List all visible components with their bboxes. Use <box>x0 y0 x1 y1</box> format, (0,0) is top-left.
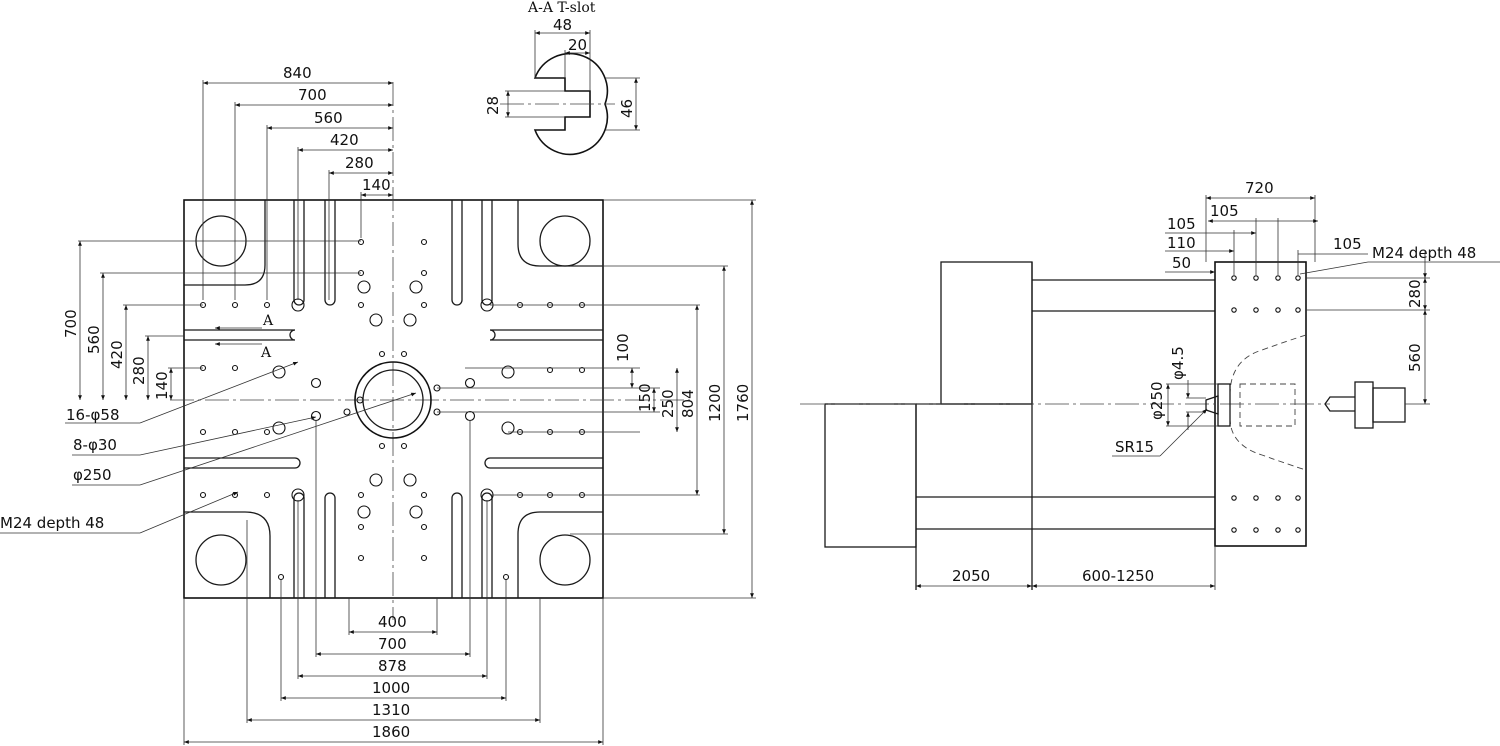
callouts: 16-φ58 8-φ30 φ250 M24 depth 48 <box>0 361 417 534</box>
dim-top-140: 140 <box>362 176 391 194</box>
ejector-flange <box>1354 381 1374 429</box>
dim-top-700: 700 <box>298 86 327 104</box>
dim-bottom-878: 878 <box>378 657 407 675</box>
threaded-holes <box>199 238 586 581</box>
bottom-dims: 400 700 878 1000 1310 1860 <box>183 420 604 745</box>
section-mark-upper: A <box>262 313 274 329</box>
dim-side-720: 720 <box>1245 179 1274 197</box>
top-dims: 840 700 560 420 280 140 <box>202 64 393 300</box>
dim-left-280: 280 <box>130 356 148 385</box>
section-mark-lower: A <box>260 345 272 361</box>
dim-nozzle-250: φ250 <box>1148 381 1166 420</box>
side-right-dims: 280 560 <box>1306 250 1430 405</box>
dim-side-2050: 2050 <box>952 567 990 585</box>
side-thread-callout: M24 depth 48 <box>1372 244 1476 262</box>
dim-side-105c: 105 <box>1333 235 1362 253</box>
tie-bar-hole-tr <box>539 215 591 267</box>
callout-locating-ring: φ250 <box>73 466 112 484</box>
ejector-rod <box>1324 396 1355 412</box>
section-dims: 48 20 28 46 <box>484 16 638 130</box>
dim-side-50: 50 <box>1172 254 1191 272</box>
dim-right-1760: 1760 <box>734 384 752 422</box>
recess-tl <box>184 200 266 286</box>
dim-neck-height: 28 <box>484 96 502 115</box>
recess-bl <box>184 511 271 598</box>
platen-outline <box>183 199 604 599</box>
dim-right-100: 100 <box>614 333 632 362</box>
right-dims: 100 150 250 804 1200 1760 <box>437 199 756 599</box>
dim-bottom-1310: 1310 <box>372 701 410 719</box>
dim-neck-width: 20 <box>568 36 587 54</box>
dim-top-560: 560 <box>314 109 343 127</box>
dim-side-105a: 105 <box>1210 202 1239 220</box>
sr15-label: SR15 <box>1115 438 1154 456</box>
dim-right-1200: 1200 <box>706 384 724 422</box>
dim-top-width: 48 <box>553 16 572 34</box>
recess-br <box>517 511 603 598</box>
dim-left-560: 560 <box>85 325 103 354</box>
callout-16-holes: 16-φ58 <box>66 406 119 424</box>
front-view: 840 700 560 420 280 140 700 560 420 <box>0 64 756 745</box>
holes-58 <box>272 280 515 519</box>
dim-top-420: 420 <box>330 131 359 149</box>
dim-top-840: 840 <box>283 64 312 82</box>
dim-left-420: 420 <box>108 340 126 369</box>
dim-left-700: 700 <box>62 309 80 338</box>
dim-left-140: 140 <box>153 371 171 400</box>
ejector-body <box>1372 387 1406 423</box>
dim-top-280: 280 <box>345 154 374 172</box>
dim-right-804: 804 <box>679 389 697 418</box>
dim-bottom-400: 400 <box>378 613 407 631</box>
section-title: A-A T-slot <box>527 0 596 16</box>
section-view: A-A T-slot 48 20 28 46 <box>484 0 640 156</box>
dim-right-250: 250 <box>659 389 677 418</box>
cylinder-block-upper <box>940 261 1033 405</box>
cylinder-block-lower <box>824 403 917 548</box>
t-slots <box>184 200 603 598</box>
tie-bar-hole-bl <box>195 534 247 586</box>
callout-8-holes: 8-φ30 <box>73 436 117 454</box>
dim-side-stroke: 600-1250 <box>1082 567 1154 585</box>
dim-right-150: 150 <box>636 383 654 412</box>
dim-nozzle-4-5: φ4.5 <box>1169 346 1187 380</box>
dim-side-110: 110 <box>1167 234 1196 252</box>
dim-bottom-700: 700 <box>378 635 407 653</box>
nozzle-ring <box>1217 383 1231 427</box>
dim-bottom-1000: 1000 <box>372 679 410 697</box>
side-bottom-dims: 2050 600-1250 <box>916 546 1216 590</box>
dim-side-560: 560 <box>1406 343 1424 372</box>
left-dims: 700 560 420 280 140 <box>62 240 361 400</box>
dim-total-height: 46 <box>618 99 636 118</box>
dim-bottom-1860: 1860 <box>372 723 410 741</box>
nozzle-dims: φ4.5 φ250 <box>1148 346 1218 430</box>
side-view: 720 105 105 110 50 105 M24 depth 48 <box>800 179 1500 590</box>
section-marks: A A <box>215 313 274 361</box>
recess-tr <box>517 200 603 267</box>
callout-threaded-holes: M24 depth 48 <box>0 514 104 532</box>
dim-side-105b: 105 <box>1167 215 1196 233</box>
locating-ring-outer <box>354 361 432 439</box>
nozzle-tip <box>1205 395 1219 415</box>
side-holes <box>1231 275 1301 533</box>
tie-bar-hole-br <box>539 534 591 586</box>
side-top-dims: 720 105 105 110 50 105 <box>1165 179 1368 275</box>
dim-side-280: 280 <box>1406 279 1424 308</box>
